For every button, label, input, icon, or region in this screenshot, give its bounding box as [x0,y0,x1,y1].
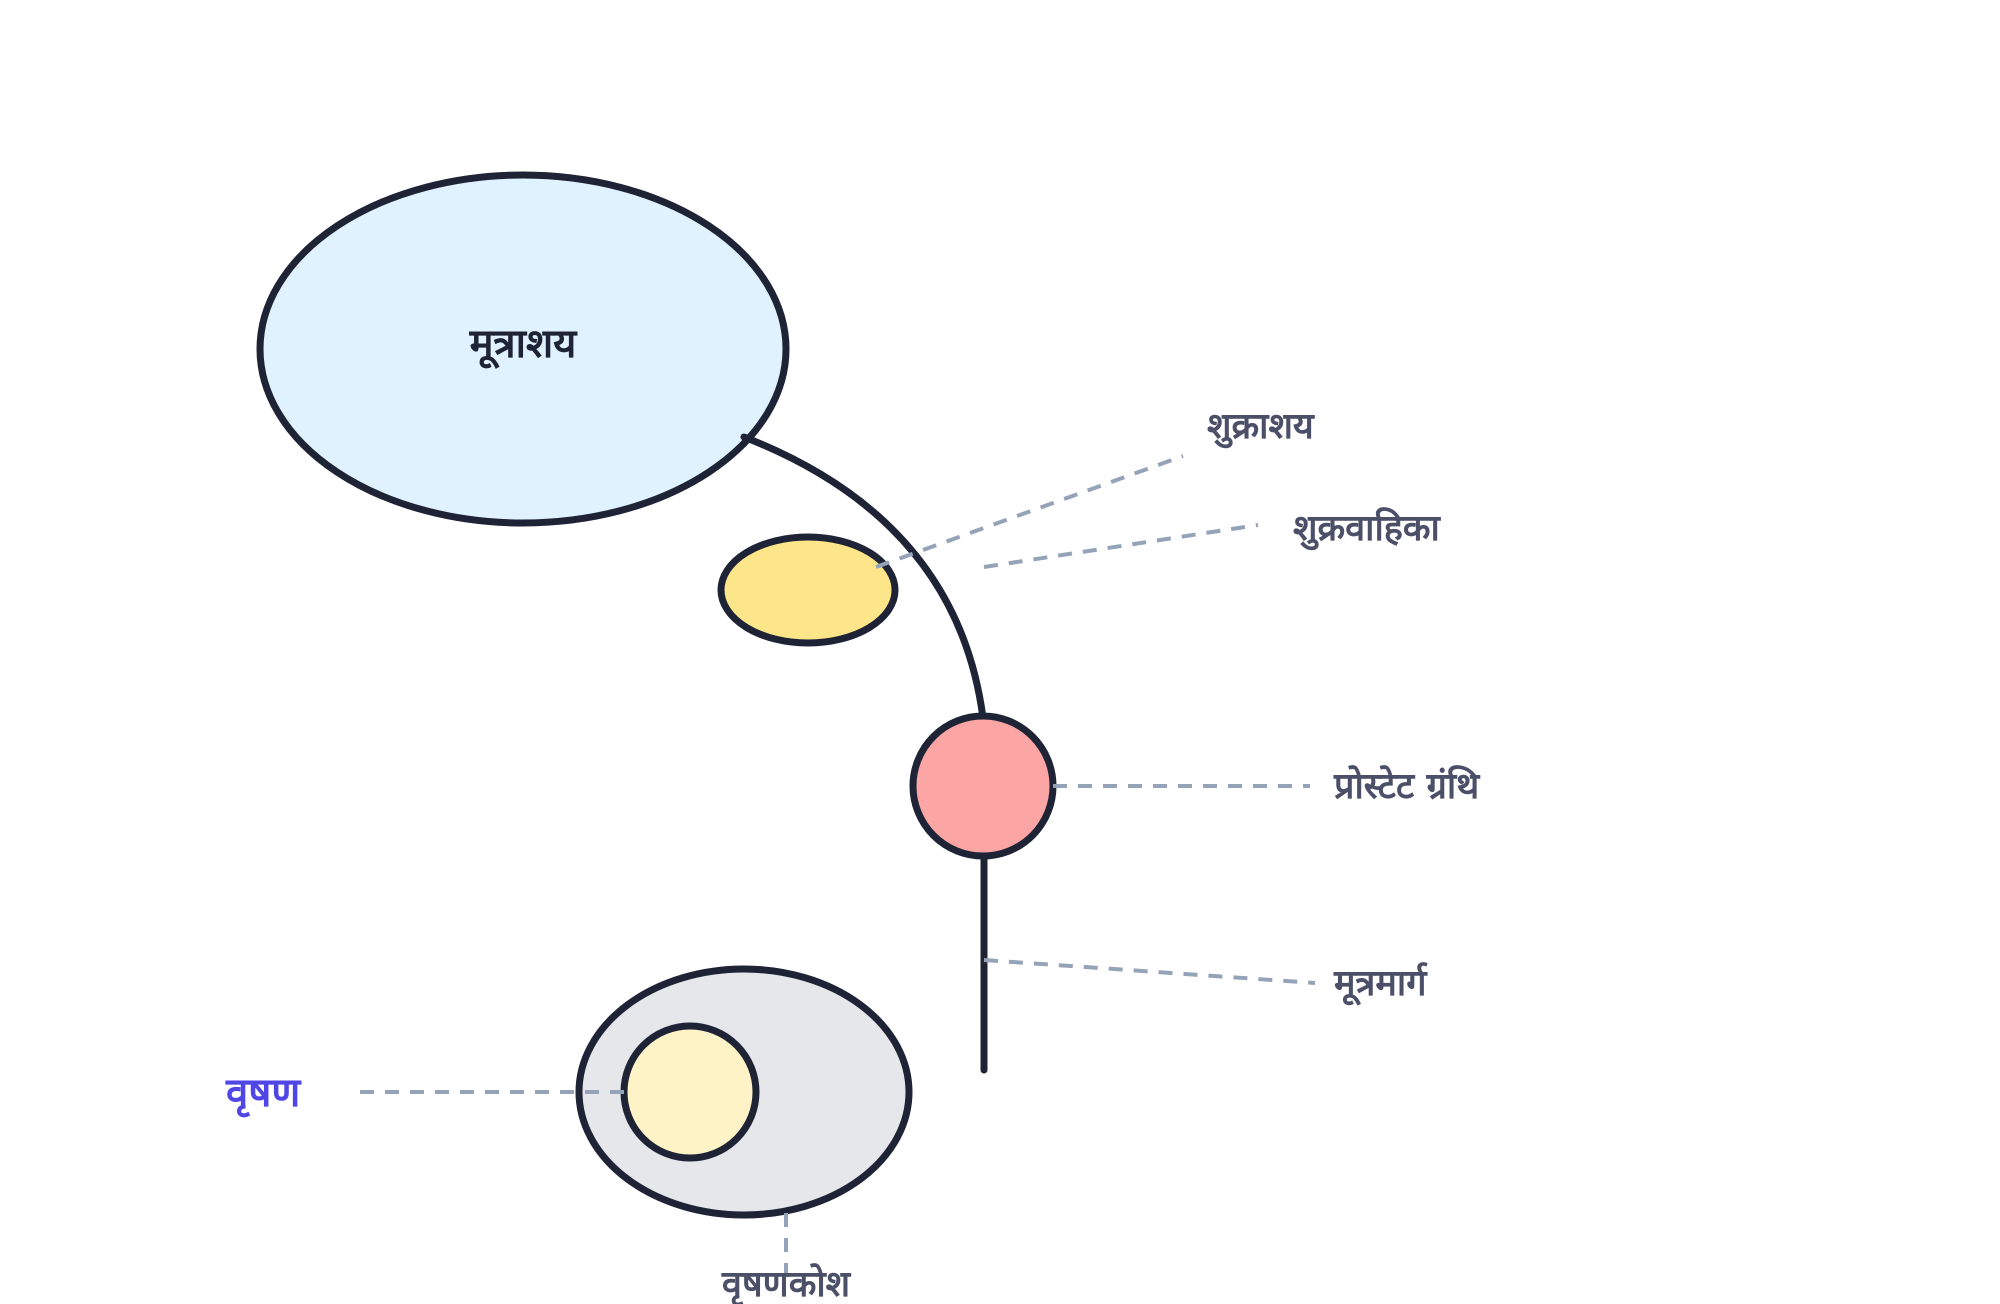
urethra-label: मूत्रमार्ग [1333,962,1429,1006]
urethra-leader [983,958,1316,985]
testis-label: वृषण [225,1070,302,1118]
vas-deferens-tube [740,433,987,722]
seminal-vesicle-shape [717,533,899,647]
vas-deferens-label: शुक्रवाहिका [1293,507,1442,551]
bladder-shape [256,171,790,527]
prostate-label: प्रोस्टेट ग्रंथि [1333,765,1481,807]
bladder-label: मूत्राशय [469,321,579,369]
vas-deferens-leader [983,523,1259,569]
seminal-vesicle-leader [875,454,1184,569]
prostate-shape [909,712,1057,860]
scrotum-label: वृषणकोश [721,1263,852,1304]
testis-shape [620,1022,760,1162]
seminal-vesicle-label: शुक्राशय [1207,406,1315,449]
